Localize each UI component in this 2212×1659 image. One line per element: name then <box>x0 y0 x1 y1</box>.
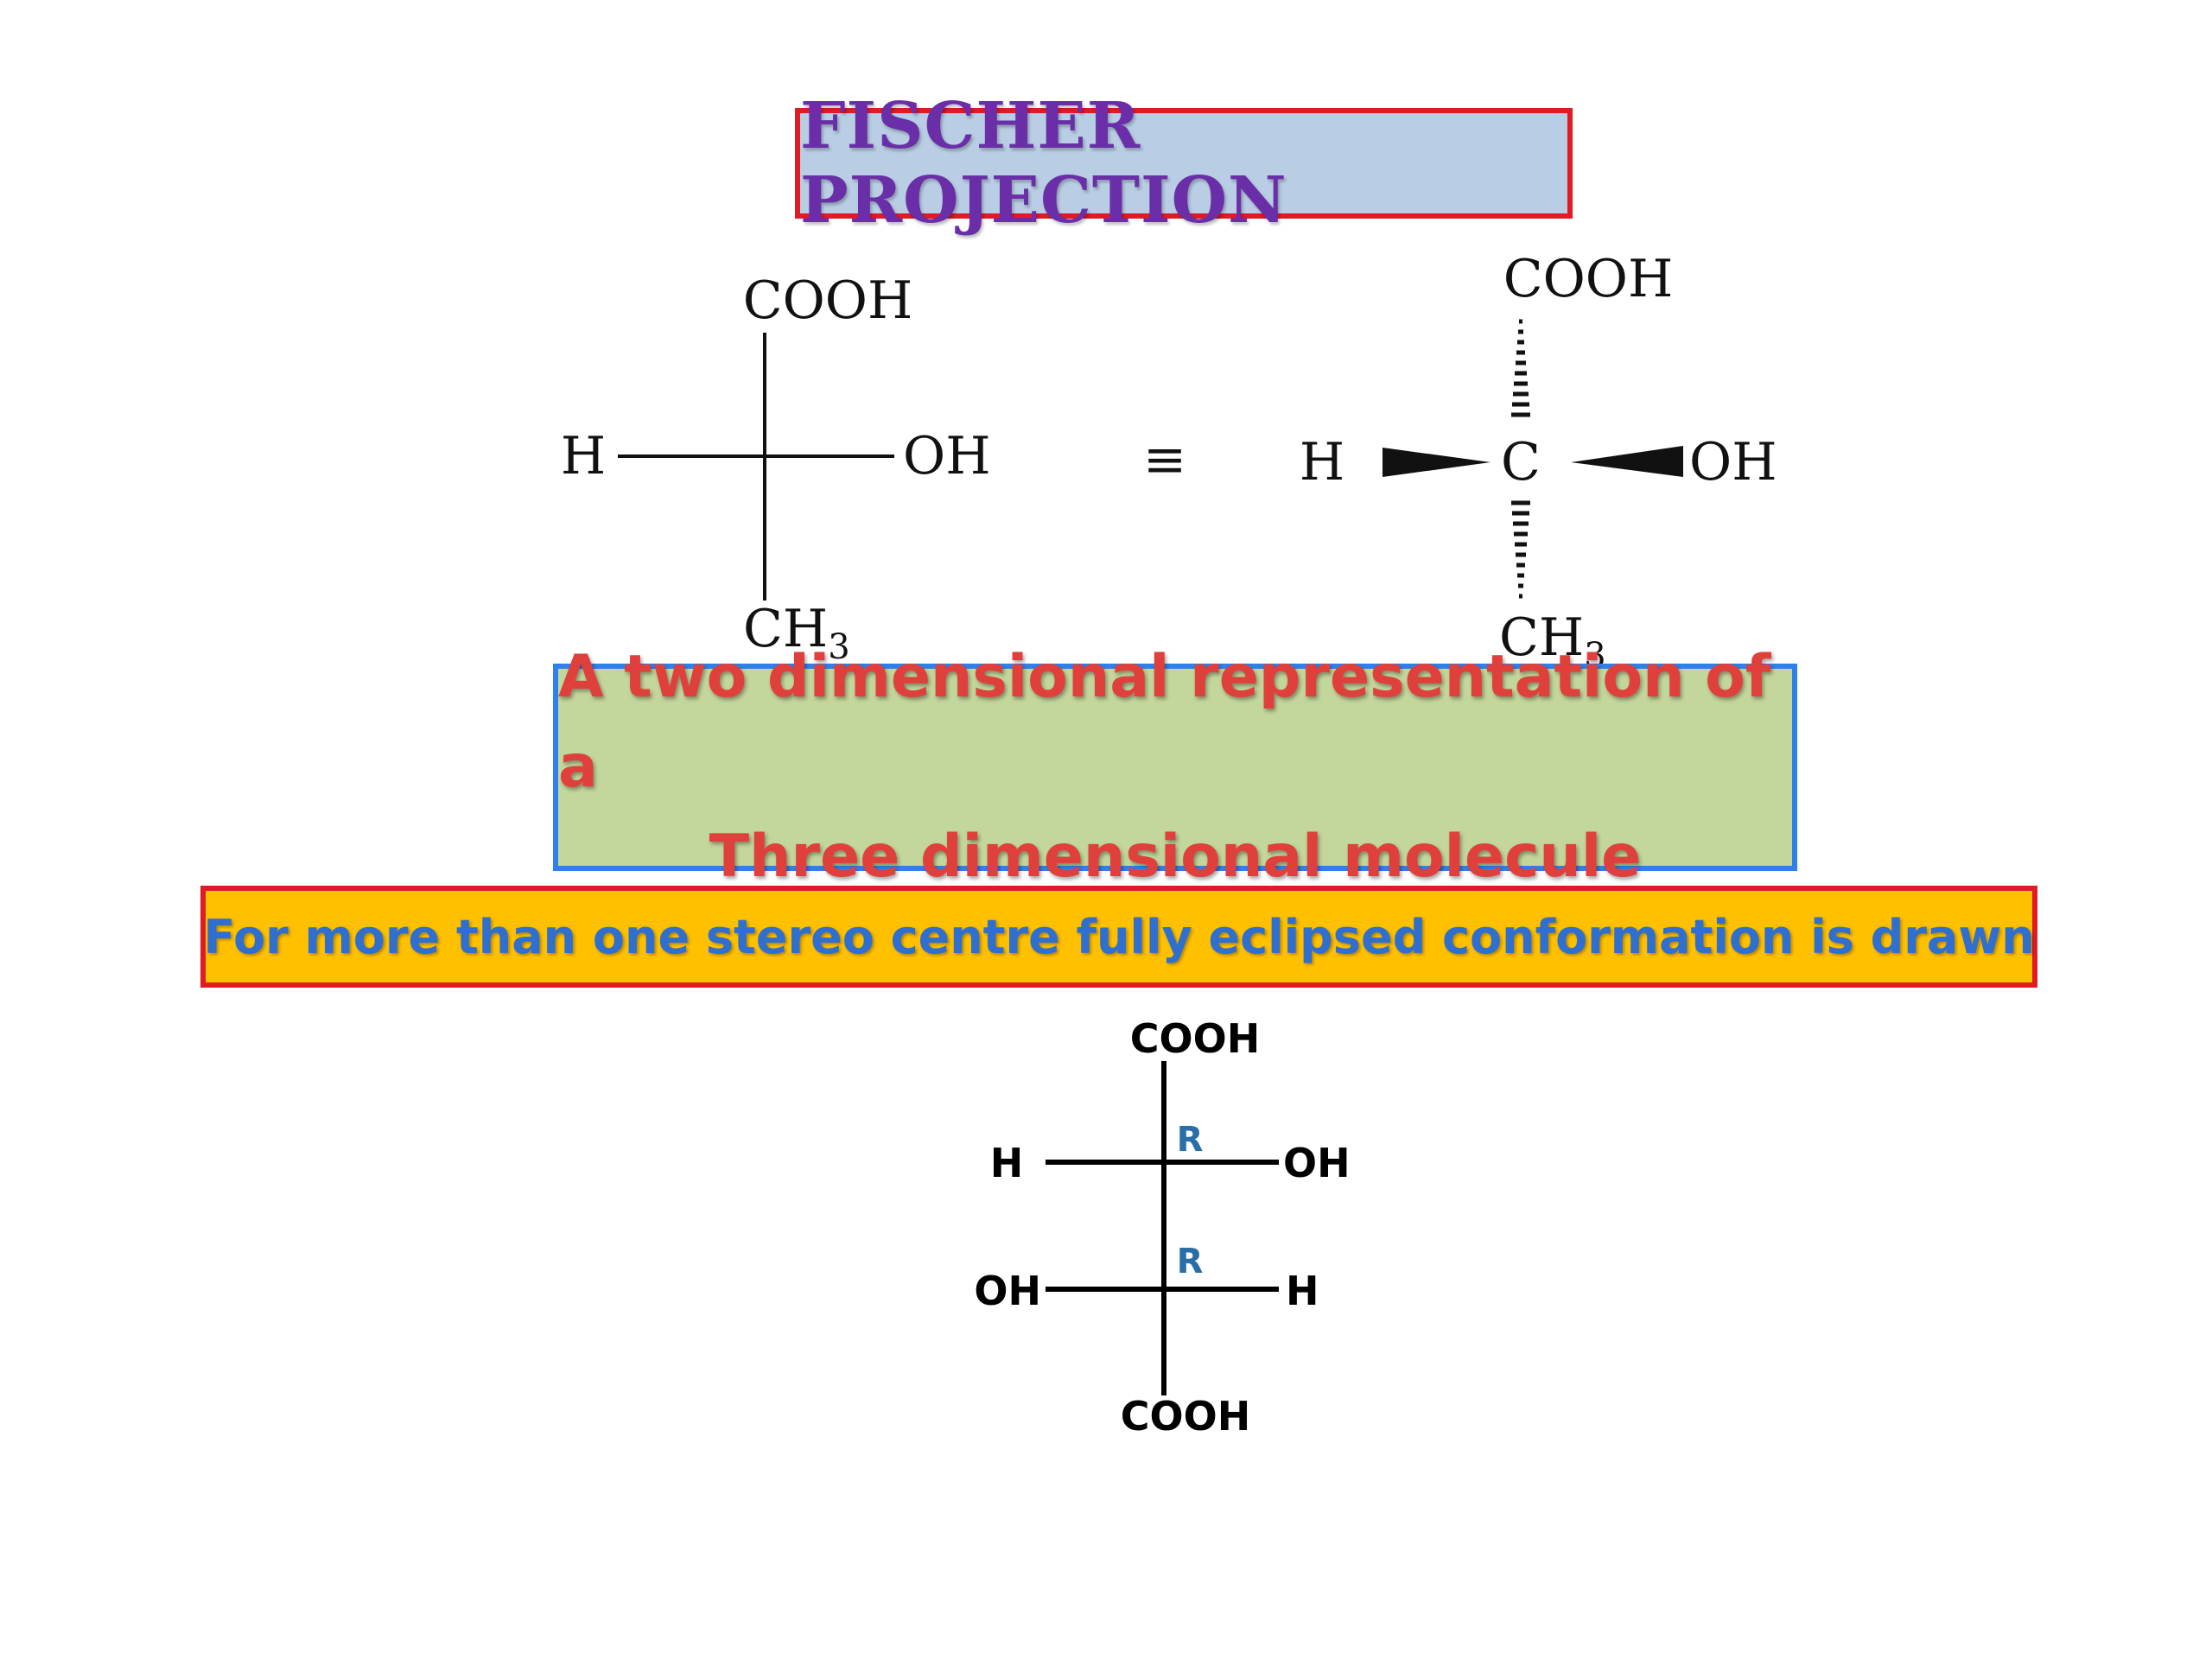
wedge-bottom-main: CH <box>1499 607 1584 668</box>
fischer-top-group: COOH <box>743 270 913 331</box>
wedge-dash-structure: COOH C H OH CH3 <box>1300 249 1777 676</box>
definition-line-1: A two dimensional representation of a <box>558 643 1771 801</box>
hashed-bond-top <box>1511 319 1530 417</box>
wedge-bond-left <box>1382 448 1491 477</box>
tartaric-row1-right: OH <box>1283 1140 1351 1186</box>
tartaric-row2-left: OH <box>974 1268 1041 1314</box>
definition-box: A two dimensional representation of a Th… <box>553 643 1797 891</box>
note-text: For more than one stereo centre fully ec… <box>203 909 2035 964</box>
stereocentre-1-config: R <box>1177 1120 1204 1160</box>
fischer-bottom-group: CH3 <box>743 599 850 667</box>
hashed-bond-bottom <box>1511 500 1530 599</box>
wedge-left-group: H <box>1300 432 1344 493</box>
fischer-projection: COOH H OH CH3 <box>561 270 991 667</box>
equivalent-symbol: ≡ <box>1143 429 1186 490</box>
tartaric-row2-right: H <box>1286 1268 1319 1314</box>
tartaric-row1-left: H <box>990 1140 1024 1186</box>
wedge-center-carbon: C <box>1501 432 1541 493</box>
fischer-left-group: H <box>561 426 606 486</box>
definition-line-2: Three dimensional molecule <box>709 823 1642 891</box>
wedge-right-group: OH <box>1689 432 1777 493</box>
wedge-bond-right <box>1571 446 1683 477</box>
note-box: For more than one stereo centre fully ec… <box>200 886 2037 988</box>
page-title: FISCHER PROJECTION <box>800 89 1287 238</box>
fischer-bottom-main: CH <box>743 599 828 659</box>
title-box: FISCHER PROJECTION <box>795 89 1573 238</box>
two-stereocentre-fischer: COOH H OH R OH H R COOH <box>974 1015 1350 1440</box>
tartaric-top-group: COOH <box>1130 1015 1260 1062</box>
fischer-bottom-subscript: 3 <box>828 627 849 667</box>
wedge-bottom-group: CH3 <box>1499 607 1606 676</box>
tartaric-bottom-group: COOH <box>1121 1393 1250 1440</box>
wedge-top-group: COOH <box>1503 249 1674 309</box>
stereocentre-2-config: R <box>1177 1242 1204 1281</box>
fischer-right-group: OH <box>903 426 991 486</box>
